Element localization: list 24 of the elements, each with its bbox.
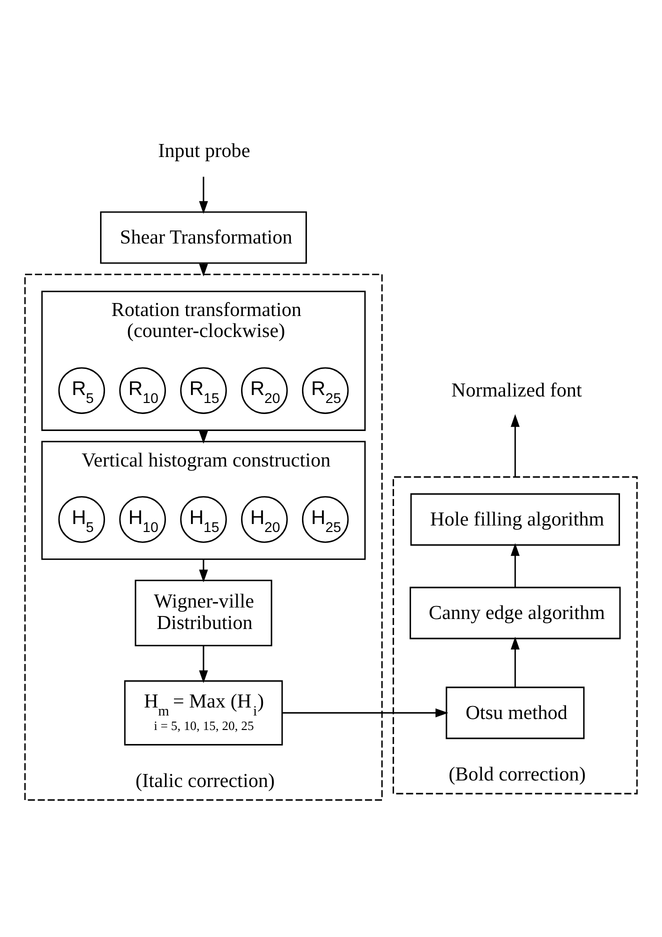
node-circle: R$_{15}$ (180, 367, 227, 414)
arrow (199, 559, 208, 582)
arrow (510, 543, 520, 588)
node-circle: H$_{20}$ (241, 496, 288, 543)
arrow (282, 708, 448, 718)
node-circle: H$_{25}$ (302, 496, 349, 543)
node-circle: H$_{15}$ (180, 496, 227, 543)
node-box: Otsu method (446, 686, 585, 740)
node-circle: R$_{5}$ (58, 367, 106, 414)
node-text: Input probe (158, 140, 250, 162)
arrow (199, 646, 208, 684)
node-circle: H$_{5}$ (58, 496, 106, 543)
node-box: Hole filling algorithm (410, 493, 620, 546)
node-box: Canny edge algorithm (410, 586, 621, 640)
node-circle: R$_{10}$ (119, 367, 166, 414)
arrow (199, 176, 208, 214)
arrow (510, 414, 520, 477)
node-circle: R$_{20}$ (241, 367, 288, 414)
node-box: Wigner-ville Distribution (134, 580, 272, 646)
node-text: Normalized font (451, 380, 582, 402)
node-box: H$_{m}$ = Max (H$_{i}$) i = 5, 10, 15, 20, 25 (124, 680, 283, 746)
arrow (510, 636, 520, 688)
node-circle: H$_{10}$ (119, 496, 166, 543)
node-circle: R$_{25}$ (302, 367, 349, 414)
